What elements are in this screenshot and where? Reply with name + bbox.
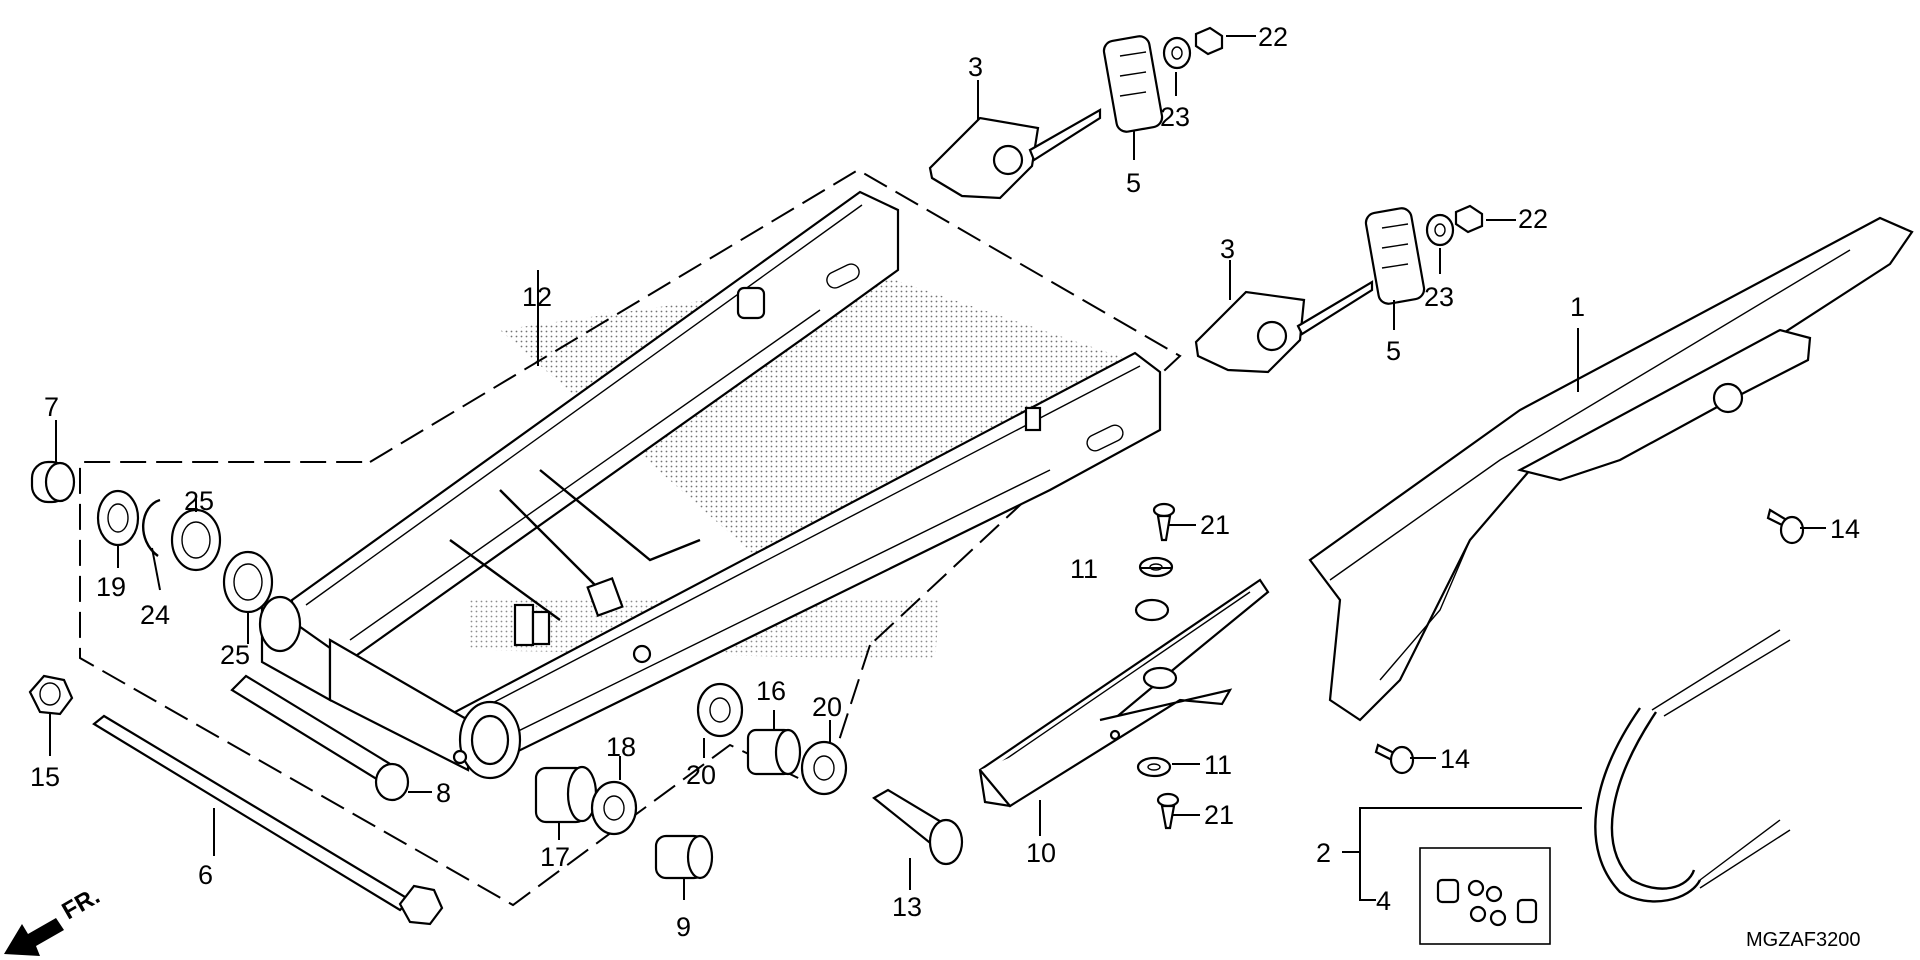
callout-25-lower: 25	[220, 640, 250, 670]
pivot-nut	[28, 674, 74, 716]
callout-15: 15	[30, 762, 60, 792]
callout-23-lower: 23	[1424, 282, 1454, 312]
chain-slider	[978, 578, 1270, 808]
swingarm	[258, 190, 1162, 780]
callout-21-upper: 21	[1200, 510, 1230, 540]
bearing-inner	[170, 508, 222, 572]
callout-21-lower: 21	[1204, 800, 1234, 830]
callout-7: 7	[44, 392, 59, 422]
nut-upper	[1194, 26, 1224, 56]
callout-23-upper: 23	[1160, 102, 1190, 132]
bolt-lower	[1374, 743, 1415, 775]
callout-4: 4	[1376, 886, 1391, 916]
callout-10: 10	[1026, 838, 1056, 868]
callout-1: 1	[1570, 292, 1585, 322]
callout-24: 24	[140, 600, 170, 630]
collar-7	[30, 460, 76, 504]
callout-5-upper: 5	[1126, 168, 1141, 198]
part-code-label: MGZAF3200	[1746, 929, 1860, 951]
callout-18: 18	[606, 732, 636, 762]
callout-labels: 3 22 23 5 3 22 23 5 1 14 21 11 11 21 10 …	[30, 22, 1860, 942]
callout-25-upper: 25	[184, 486, 214, 516]
chain-joint-kit-box	[1419, 847, 1551, 945]
callout-14-upper: 14	[1830, 514, 1860, 544]
dust-seal-18	[590, 780, 638, 836]
callout-22-upper: 22	[1258, 22, 1288, 52]
snap-ring	[142, 498, 161, 557]
chain-case	[1308, 216, 1914, 722]
callout-13: 13	[892, 892, 922, 922]
callout-3-upper: 3	[968, 52, 983, 82]
needle-bearing-16	[746, 728, 802, 776]
callout-2: 2	[1316, 838, 1331, 868]
callout-17: 17	[540, 842, 570, 872]
pivot-collar-8	[230, 674, 410, 802]
adjuster-block-upper	[1102, 35, 1164, 133]
callout-16: 16	[756, 676, 786, 706]
callout-12: 12	[522, 282, 552, 312]
dust-seal-20-left	[696, 682, 744, 738]
callout-22-lower: 22	[1518, 204, 1548, 234]
callout-20-right: 20	[812, 692, 842, 722]
pivot-bolt	[92, 714, 444, 926]
front-marker-label: FR.	[58, 882, 105, 925]
callout-3-lower: 3	[1220, 234, 1235, 264]
dust-seal-20-right	[800, 740, 848, 796]
collar-lower	[1136, 756, 1172, 778]
callout-14-lower: 14	[1440, 744, 1470, 774]
screw-upper	[1152, 502, 1176, 542]
chain-adjuster-upper	[928, 108, 1102, 200]
needle-bearing-17	[534, 765, 598, 824]
bearing-outer	[222, 550, 274, 614]
bolt-upper	[1766, 508, 1805, 545]
callout-6: 6	[198, 860, 213, 890]
washer-upper	[1162, 36, 1192, 70]
collar-13	[872, 788, 964, 866]
collar-9	[654, 834, 714, 880]
callout-20-left: 20	[686, 760, 716, 790]
callout-9: 9	[676, 912, 691, 942]
dust-seal	[96, 489, 140, 547]
callout-5-lower: 5	[1386, 336, 1401, 366]
drive-chain	[1594, 629, 1791, 903]
nut-lower	[1454, 204, 1484, 234]
callout-11-lower: 11	[1204, 750, 1232, 780]
front-direction-arrow: FR.	[4, 882, 104, 956]
callout-8: 8	[436, 778, 451, 808]
washer-lower	[1425, 213, 1455, 247]
callout-11-upper: 11	[1070, 554, 1098, 584]
callout-19: 19	[96, 572, 126, 602]
screw-lower	[1156, 792, 1180, 830]
adjuster-block-lower	[1364, 207, 1426, 305]
chain-adjuster-lower	[1194, 280, 1374, 374]
leader-lines	[49, 35, 1826, 901]
